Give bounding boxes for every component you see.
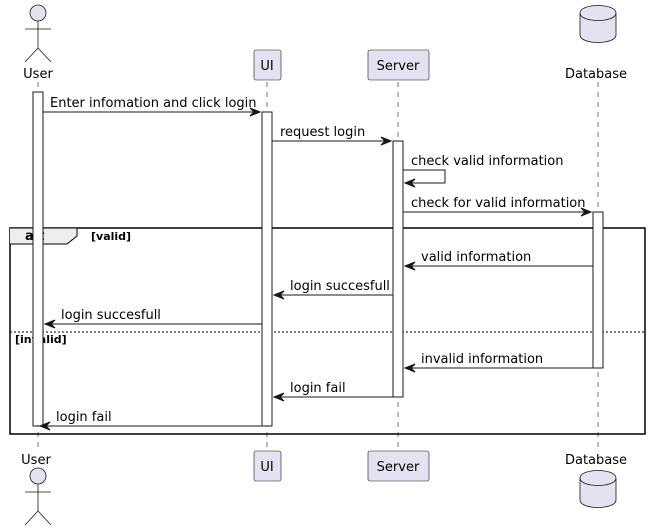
msg-2-label: request login [280,125,365,140]
msg-3-arrowhead [403,178,416,188]
participants-top: User UI Server Database [23,4,627,82]
user-actor-icon [24,4,52,63]
msg-10-arrowhead [38,421,51,431]
msg-9-arrowhead [272,392,285,402]
msg-4-arrowhead [580,207,593,217]
alt-guard-valid: [valid] [91,230,131,243]
server-label-top: Server [377,59,420,74]
msg-5-label: valid information [421,250,531,265]
user-label-bottom: User [21,453,51,468]
ui-activation [261,111,273,427]
msg-3-line [403,169,446,184]
msg-10-label: login fail [56,410,112,425]
alt-fragment: alt [valid] [invalid] [9,227,646,435]
ui-box-top [253,49,282,81]
msg-6-label: login succesfull [290,279,390,294]
activations [32,91,604,427]
user-actor-icon-bottom [24,467,52,526]
database-icon-bottom [579,470,617,508]
msg-1-label: Enter infomation and click login [50,96,257,111]
user-activation [32,91,44,427]
msg-5-arrowhead [403,261,416,271]
server-activation [392,140,404,398]
server-box-top [367,49,430,81]
msg-7-label: login succesfull [61,308,161,323]
alt-frame [9,227,646,435]
ui-label-bottom: UI [260,460,273,475]
msg-9-label: login fail [290,381,346,396]
msg-1-arrowhead [249,107,262,117]
participants-bottom: User UI Server Database [21,450,627,526]
user-label-top: User [23,67,53,82]
msg-2-arrowhead [380,136,393,146]
msg-8-label: invalid information [421,352,543,367]
server-label-bottom: Server [377,460,420,475]
server-box-bottom [367,450,430,482]
msg-6-arrowhead [272,290,285,300]
msg-8-arrowhead [403,363,416,373]
ui-label-top: UI [260,59,273,74]
msg-7-arrowhead [43,319,56,329]
database-label-top: Database [565,67,627,82]
database-label-bottom: Database [565,453,627,468]
messages: Enter infomation and click login request… [38,96,593,431]
ui-box-bottom [253,450,282,482]
database-activation [592,211,604,369]
msg-4-label: check for valid information [411,196,586,211]
database-icon-top [579,5,617,43]
msg-3-label: check valid information [411,154,564,169]
